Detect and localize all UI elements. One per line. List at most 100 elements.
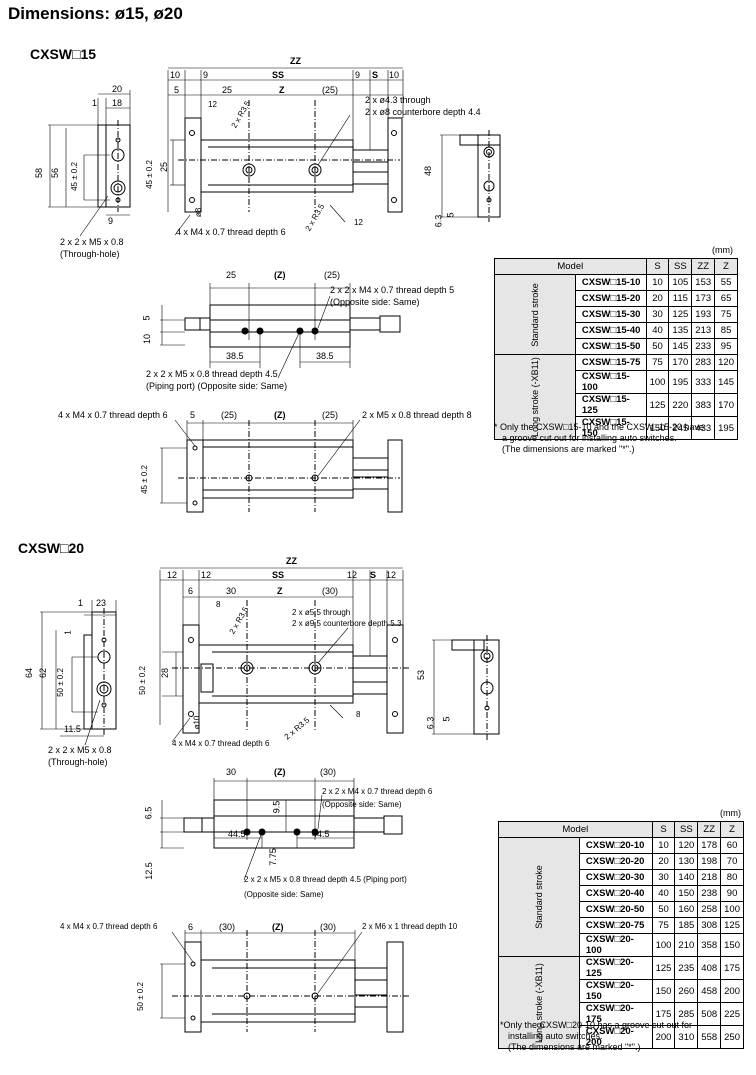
table-group-long: Long stroke (-XB11) [494,354,576,440]
s20-bot-callout-m4: 4 x M4 x 0.7 thread depth 6 [60,922,158,931]
s20-note: *Only the CXSW□20-10 has a groove cut ou… [500,1020,750,1053]
table-cell: 193 [691,306,716,323]
s20-mid-445a: 44.5 [228,829,246,839]
s20-end-view-right [432,635,499,740]
s20-dim-12d: 12 [386,570,397,580]
s20-dim-1: 1 [78,598,84,608]
table-cell: 75 [645,354,670,371]
s15-dim-25p: (25) [322,85,339,95]
s15-th-ss: SS [668,258,693,275]
table-cell: 185 [674,917,699,934]
table-cell: 170 [668,354,693,371]
table-cell-model: CXSW□15-125 [574,393,647,417]
s15-mid-385a: 38.5 [226,351,244,361]
s15-dim-zz: ZZ [290,56,301,66]
table-cell: 125 [668,306,693,323]
table-cell: 75 [651,917,676,934]
table-cell: 90 [720,885,744,902]
table-cell: 175 [720,956,744,980]
table-cell: 50 [651,901,676,918]
s20-dim-62: 62 [38,667,49,679]
s15-th-zz: ZZ [691,258,716,275]
s20-dim-8a: 8 [216,600,221,609]
table-cell: 408 [697,956,722,980]
table-cell: 85 [714,322,738,339]
s20-dim-12b: 12 [201,570,212,580]
table-cell-model: CXSW□15-10 [574,274,647,291]
table-cell: 250 [720,1025,744,1049]
table-cell: 140 [674,869,699,886]
s20-mid-775: 7.75 [267,848,278,866]
table-cell: 358 [697,933,722,957]
table-cell: 220 [668,393,693,417]
s15-end-view-left [48,90,130,236]
s20-mid-z: (Z) [274,767,286,777]
table-cell-model: CXSW□15-40 [574,322,647,339]
s15-dim-25v: 25 [159,161,170,173]
s20-mid-95: 9.5 [271,800,282,814]
table-group-label: Standard stroke [529,282,540,347]
table-cell: 310 [674,1025,699,1049]
table-cell: 80 [720,869,744,886]
s20-dim-8b: 8 [356,710,361,719]
s15-bot-callout-m5: 2 x M5 x 0.8 thread depth 8 [362,410,472,420]
table-cell: 40 [651,885,676,902]
s15-mid-callout-m5b: (Piping port) (Opposite side: Same) [146,381,288,391]
s15-dim-d8: ø8 [194,207,204,218]
s15-mid-view [160,283,400,378]
s20-dim-s: S [370,570,377,580]
table-cell: 55 [714,274,738,291]
s15-dim-48: 48 [423,165,434,177]
s20-dim-53: 53 [416,669,427,681]
s15-bottom-view [160,420,402,512]
table-cell: 238 [697,885,722,902]
s15-dim-z: Z [279,85,285,95]
s20-th-model: Model [498,821,653,838]
table-cell: 135 [668,322,693,339]
s20-table-header: Model S SS ZZ Z [498,821,744,838]
s15-dim-20: 20 [112,84,123,94]
s20-bottom-view [160,930,410,1032]
s20-bot-z: (Z) [272,922,284,932]
s20-note-line: (The dimensions are marked "*".) [508,1042,641,1052]
s15-callout-m5: 2 x 2 x M5 x 0.8 [60,237,124,247]
s20-th-z: Z [720,821,744,838]
s15-bot-5: 5 [190,410,196,420]
table-cell: 120 [714,354,738,371]
table-cell-model: CXSW□20-125 [578,956,653,980]
s15-dim-ss: SS [272,70,285,80]
table-cell: 20 [651,853,676,870]
table-cell: 195 [668,370,693,394]
s15-mid-10: 10 [142,333,153,345]
s20-unit: (mm) [720,808,741,818]
table-cell: 170 [714,393,738,417]
table-group-long: Long stroke (-XB11) [498,956,580,1049]
table-cell: 283 [691,354,716,371]
s20-dim-12c: 12 [347,570,358,580]
s20-mid-view [160,778,402,880]
s20-dim-50b: 50 ± 0.2 [137,666,147,695]
table-cell: 70 [720,853,744,870]
s15-unit: (mm) [712,245,733,255]
table-cell: 30 [651,869,676,886]
s20-dim-12a: 12 [167,570,178,580]
table-cell: 258 [697,901,722,918]
table-cell-model: CXSW□15-150 [574,416,647,440]
s15-dim-10b: 10 [389,70,400,80]
s15-callout-m4: 4 x M4 x 0.7 thread depth 6 [176,227,286,237]
table-cell-model: CXSW□15-30 [574,306,647,323]
table-cell-model: CXSW□20-40 [578,885,653,902]
table-cell: 50 [645,338,670,355]
table-cell: 65 [714,290,738,307]
table-cell: 153 [691,274,716,291]
table-cell-model: CXSW□20-20 [578,853,653,870]
